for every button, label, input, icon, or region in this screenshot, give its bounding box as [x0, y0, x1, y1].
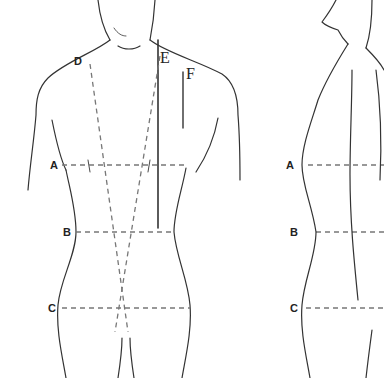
measure-label: B: [63, 227, 71, 238]
measure-label: A: [50, 160, 58, 171]
measure-label: B: [290, 227, 298, 238]
measure-label: C: [48, 303, 56, 314]
measure-label: D: [74, 56, 82, 67]
measure-label: E: [160, 50, 170, 66]
measure-label: F: [186, 66, 195, 82]
measure-label: C: [290, 303, 298, 314]
measure-label: A: [286, 160, 294, 171]
